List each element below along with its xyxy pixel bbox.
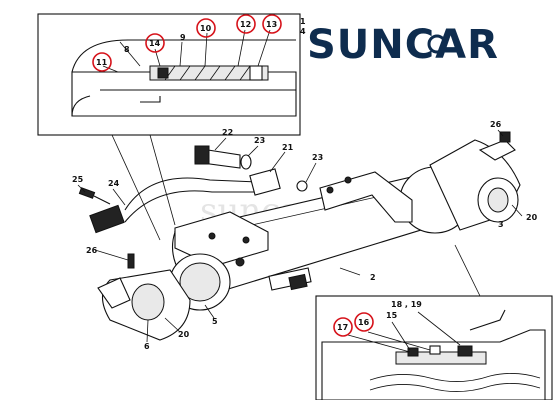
label-part-4: 4 [300, 27, 306, 36]
label-part-14: 14 [149, 39, 161, 48]
pipe-flange-24 [89, 204, 125, 234]
seal-wiper [249, 65, 263, 81]
highlight-circle-12 [236, 14, 256, 34]
rod-eye-tip [97, 277, 131, 309]
highlight-circle-16 [354, 312, 374, 332]
grease-nipple-26 [499, 131, 511, 143]
gear-icon [427, 34, 447, 54]
bottom-detail-inset [315, 295, 553, 400]
label-part-16: 16 [358, 318, 370, 327]
label-part-6: 6 [144, 342, 150, 351]
highlight-circle-11 [92, 52, 112, 72]
gland-curve [71, 95, 91, 117]
seal-groove [149, 65, 269, 81]
label-part-26-left: 26 [86, 246, 98, 255]
inset-frame-bottom [315, 295, 553, 400]
label-part-1: 1 [300, 17, 306, 26]
label-part-5: 5 [212, 317, 218, 326]
label-part-9: 9 [180, 33, 186, 42]
rod-eye-bore [131, 283, 165, 321]
piston-body [321, 329, 546, 400]
bolt-26 [127, 253, 135, 269]
head-eye-bore [487, 187, 509, 213]
label-part-20-left: 20 [178, 330, 190, 339]
label-part-10: 10 [200, 24, 212, 33]
suncar-logo: SUNCAR [307, 22, 499, 68]
rod-end-face [179, 262, 221, 302]
pipe-flange-21 [249, 168, 281, 196]
port-block [174, 211, 269, 267]
label-part-17: 17 [337, 323, 348, 332]
label-part-24: 24 [108, 179, 120, 188]
callout-line-top-b [149, 134, 176, 226]
label-part-25: 25 [72, 175, 84, 184]
thread-wave-2 [369, 383, 541, 392]
highlight-circle-13 [262, 14, 282, 34]
seal-ring-black [157, 67, 169, 79]
grease-nipple-mount [478, 139, 516, 161]
pipe-24 [124, 177, 259, 211]
label-part-20-right: 20 [526, 213, 538, 222]
highlight-circle-10 [196, 18, 216, 38]
label-part-26-right: 26 [490, 120, 502, 129]
label-part-23-lower: 23 [312, 153, 323, 162]
highlight-circle-14 [145, 33, 165, 53]
label-part-8: 8 [124, 45, 130, 54]
inset-frame-top [37, 13, 301, 136]
pipe-24-inner [124, 190, 258, 223]
label-part-13: 13 [266, 20, 277, 29]
brand-logo-text: SUNCAR [307, 22, 499, 68]
thread-wave-1 [369, 373, 541, 382]
label-part-22: 22 [222, 128, 233, 137]
label-part-11: 11 [96, 58, 108, 67]
oring-23a [240, 154, 252, 170]
gland-top-contour [71, 39, 296, 73]
rod-step [140, 96, 161, 103]
label-part-12: 12 [240, 20, 251, 29]
callout-line-top-a [111, 134, 161, 241]
mounting-bracket [319, 171, 413, 223]
cylinder-assembly [97, 139, 521, 341]
seal-hatching [164, 65, 251, 81]
label-part-21: 21 [282, 143, 294, 152]
highlight-circle-17 [333, 317, 353, 337]
label-part-15: 15 [386, 311, 398, 320]
callout-line-bottom [454, 244, 481, 297]
label-part-2: 2 [370, 273, 376, 282]
label-part-18-19: 18 , 19 [391, 300, 422, 309]
top-detail-inset [37, 13, 301, 136]
bolt-25 [78, 187, 96, 199]
label-part-3: 3 [498, 220, 504, 229]
oring-23b [296, 180, 308, 192]
label-part-23-upper: 23 [254, 136, 265, 145]
